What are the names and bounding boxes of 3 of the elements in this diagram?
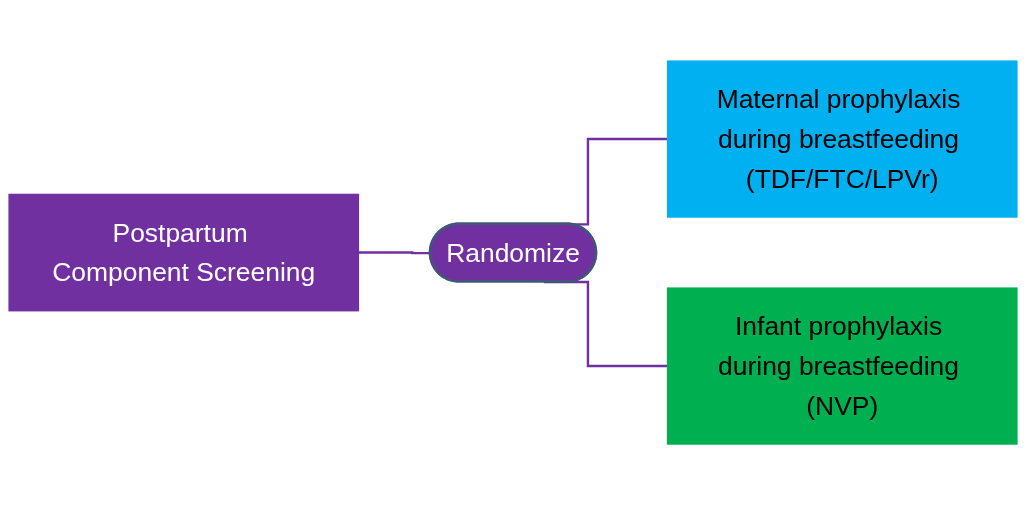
node-box: Maternal prophylaxis during breastfeeding (TDF/FTC/LPVr) [666, 60, 1018, 219]
node-box: Postpartum Component Screening [8, 194, 360, 312]
node-box: Infant prophylaxis during breastfeeding (NVP) [666, 287, 1018, 446]
